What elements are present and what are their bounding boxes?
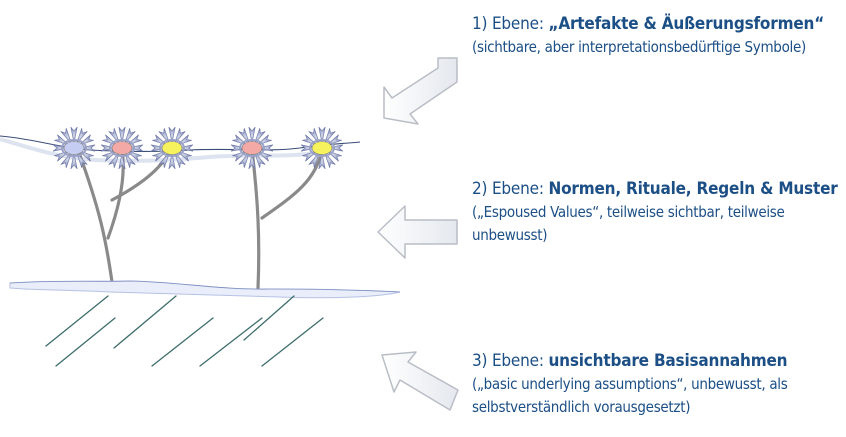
- plant-stems: [78, 150, 322, 288]
- level-2-description: („Espoused Values“, teilweise sichtbar, …: [472, 203, 785, 244]
- ground-surface: [10, 281, 400, 298]
- flower-yellow-right: [301, 127, 343, 169]
- flower-yellow-left: [151, 127, 193, 169]
- underground-hatch-lines: [46, 296, 323, 366]
- flower-pink-right: [231, 127, 273, 169]
- level-1-prefix: 1) Ebene:: [472, 14, 548, 34]
- arrow-level-3: [382, 352, 458, 410]
- level-2-text: 2) Ebene: Normen, Rituale, Regeln & Must…: [472, 178, 846, 247]
- flower-blue: [53, 127, 95, 169]
- arrow-level-1: [384, 58, 457, 124]
- level-3-text: 3) Ebene: unsichtbare Basisannahmen („ba…: [472, 350, 846, 419]
- level-1-description: (sichtbare, aber interpretationsbedürfti…: [472, 38, 806, 56]
- level-3-title: unsichtbare Basisannahmen: [548, 351, 787, 371]
- level-2-title: Normen, Rituale, Regeln & Muster: [548, 179, 837, 199]
- level-1-text: 1) Ebene: „Artefakte & Äußerungsformen“ …: [472, 13, 844, 59]
- level-2-prefix: 2) Ebene:: [472, 179, 548, 199]
- level-3-description: („basic underlying assumptions“, unbewus…: [472, 375, 787, 416]
- arrow-level-2: [378, 206, 457, 258]
- flower-pink-left: [101, 127, 143, 169]
- level-1-title: „Artefakte & Äußerungsformen“: [548, 14, 824, 34]
- level-3-prefix: 3) Ebene:: [472, 351, 548, 371]
